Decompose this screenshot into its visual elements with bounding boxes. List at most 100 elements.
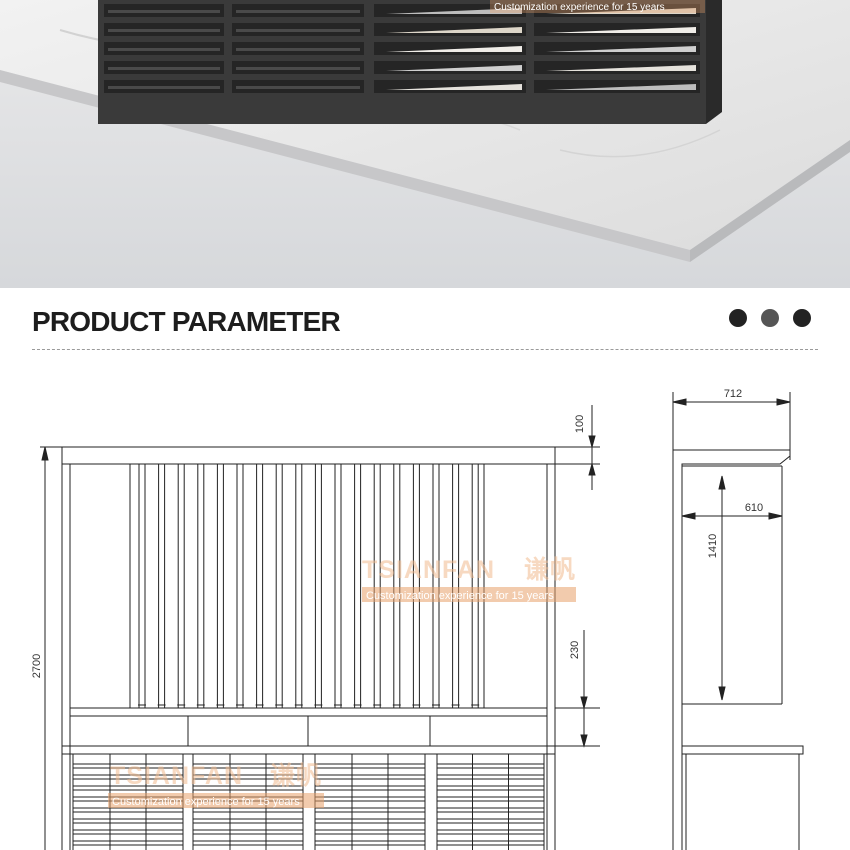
watermark-1: TSIANFAN 谦帆 Customization experience for… bbox=[362, 555, 576, 602]
dim-depth: 712 bbox=[724, 388, 742, 400]
tile-sample bbox=[546, 84, 696, 90]
vertical-bar bbox=[138, 463, 146, 709]
vertical-bar bbox=[295, 463, 303, 709]
slat bbox=[192, 807, 304, 813]
vertical-bars bbox=[138, 463, 480, 709]
slat bbox=[72, 840, 184, 846]
slat bbox=[314, 774, 426, 780]
vertical-bar bbox=[177, 463, 185, 709]
tile-sample bbox=[236, 48, 360, 51]
dot-2 bbox=[761, 309, 779, 327]
vertical-bar bbox=[354, 463, 362, 709]
watermark-2-brand: TSIANFAN bbox=[110, 762, 243, 790]
tile-sample bbox=[546, 65, 696, 71]
slat bbox=[72, 829, 184, 835]
dim-total-height: 2700 bbox=[31, 654, 43, 678]
drawing-canvas: 100 2700 230 712 610 1410 TSIANFAN 谦帆 Cu… bbox=[31, 388, 804, 850]
tile-sample bbox=[546, 27, 696, 33]
slat bbox=[72, 774, 184, 780]
tile-sample bbox=[546, 8, 696, 14]
slat bbox=[314, 796, 426, 802]
slat bbox=[192, 763, 304, 769]
dot-1 bbox=[729, 309, 747, 327]
section-title: PRODUCT PARAMETER bbox=[32, 306, 341, 337]
vertical-bar bbox=[236, 463, 244, 709]
slat bbox=[436, 785, 545, 791]
vertical-bar bbox=[393, 463, 401, 709]
vertical-bar bbox=[373, 463, 381, 709]
technical-drawing: 100 2700 230 712 610 1410 TSIANFAN 谦帆 Cu… bbox=[0, 360, 850, 850]
photo-watermark-text: Customization experience for 15 years bbox=[494, 2, 665, 13]
slat bbox=[314, 785, 426, 791]
vertical-bar bbox=[412, 463, 420, 709]
watermark-2-tag: Customization experience for 15 years bbox=[112, 796, 300, 808]
dot-3 bbox=[793, 309, 811, 327]
tile-sample bbox=[546, 46, 696, 52]
watermark-1-tag: Customization experience for 15 years bbox=[366, 590, 554, 602]
slat bbox=[436, 818, 545, 824]
slat bbox=[436, 840, 545, 846]
tile-sample bbox=[236, 10, 360, 13]
product-photo: Customization experience for 15 years bbox=[0, 0, 850, 288]
product-photo-render: Customization experience for 15 years bbox=[0, 0, 850, 288]
tile-sample bbox=[236, 86, 360, 89]
watermark-1-brand: TSIANFAN bbox=[362, 556, 495, 584]
slat bbox=[72, 763, 184, 769]
dim-top-panel: 100 bbox=[574, 415, 586, 433]
slat bbox=[314, 807, 426, 813]
tile-sample bbox=[236, 67, 360, 70]
slat bbox=[72, 807, 184, 813]
vertical-bar bbox=[197, 463, 205, 709]
tile-sample bbox=[386, 46, 522, 52]
slat bbox=[192, 818, 304, 824]
vertical-bar bbox=[256, 463, 264, 709]
watermark-2-tag-bg bbox=[108, 793, 324, 808]
slat bbox=[436, 796, 545, 802]
slat bbox=[436, 774, 545, 780]
vertical-bar bbox=[452, 463, 460, 709]
slat bbox=[192, 774, 304, 780]
tile-sample bbox=[236, 29, 360, 32]
dim-panel-height: 1410 bbox=[707, 534, 719, 558]
side-view bbox=[672, 392, 804, 850]
vertical-bar bbox=[275, 463, 283, 709]
slat bbox=[72, 818, 184, 824]
photo-watermark-bg bbox=[490, 0, 705, 13]
watermark-1-tag-bg bbox=[362, 587, 576, 602]
pagination-dots bbox=[729, 309, 811, 327]
dim-inner-depth: 610 bbox=[745, 502, 763, 514]
tile-sample bbox=[386, 27, 522, 33]
dimension-lines-front bbox=[40, 405, 600, 850]
slat bbox=[192, 829, 304, 835]
slat bbox=[436, 829, 545, 835]
slat bbox=[314, 840, 426, 846]
slat bbox=[314, 829, 426, 835]
tile-sample bbox=[108, 10, 220, 13]
rack-render bbox=[98, 0, 722, 124]
tile-sample bbox=[386, 8, 522, 14]
slat bbox=[436, 763, 545, 769]
watermark-2: TSIANFAN 谦帆 Customization experience for… bbox=[108, 761, 324, 808]
slat bbox=[192, 785, 304, 791]
tile-sample bbox=[108, 67, 220, 70]
vertical-bar bbox=[471, 463, 479, 709]
tile-sample bbox=[386, 65, 522, 71]
slat bbox=[436, 807, 545, 813]
vertical-bar bbox=[216, 463, 224, 709]
section-divider bbox=[32, 349, 818, 350]
vertical-bar bbox=[334, 463, 342, 709]
tile-sample bbox=[108, 86, 220, 89]
vertical-bar bbox=[158, 463, 166, 709]
dim-bottom-gap: 230 bbox=[569, 641, 581, 659]
slat bbox=[192, 840, 304, 846]
tile-sample bbox=[108, 29, 220, 32]
tile-sample bbox=[108, 48, 220, 51]
watermark-2-cn: 谦帆 bbox=[270, 761, 322, 790]
slat bbox=[314, 763, 426, 769]
watermark-1-cn: 谦帆 bbox=[524, 555, 576, 584]
tile-sample bbox=[386, 84, 522, 90]
slat bbox=[314, 818, 426, 824]
vertical-bar bbox=[314, 463, 322, 709]
slat bbox=[72, 785, 184, 791]
